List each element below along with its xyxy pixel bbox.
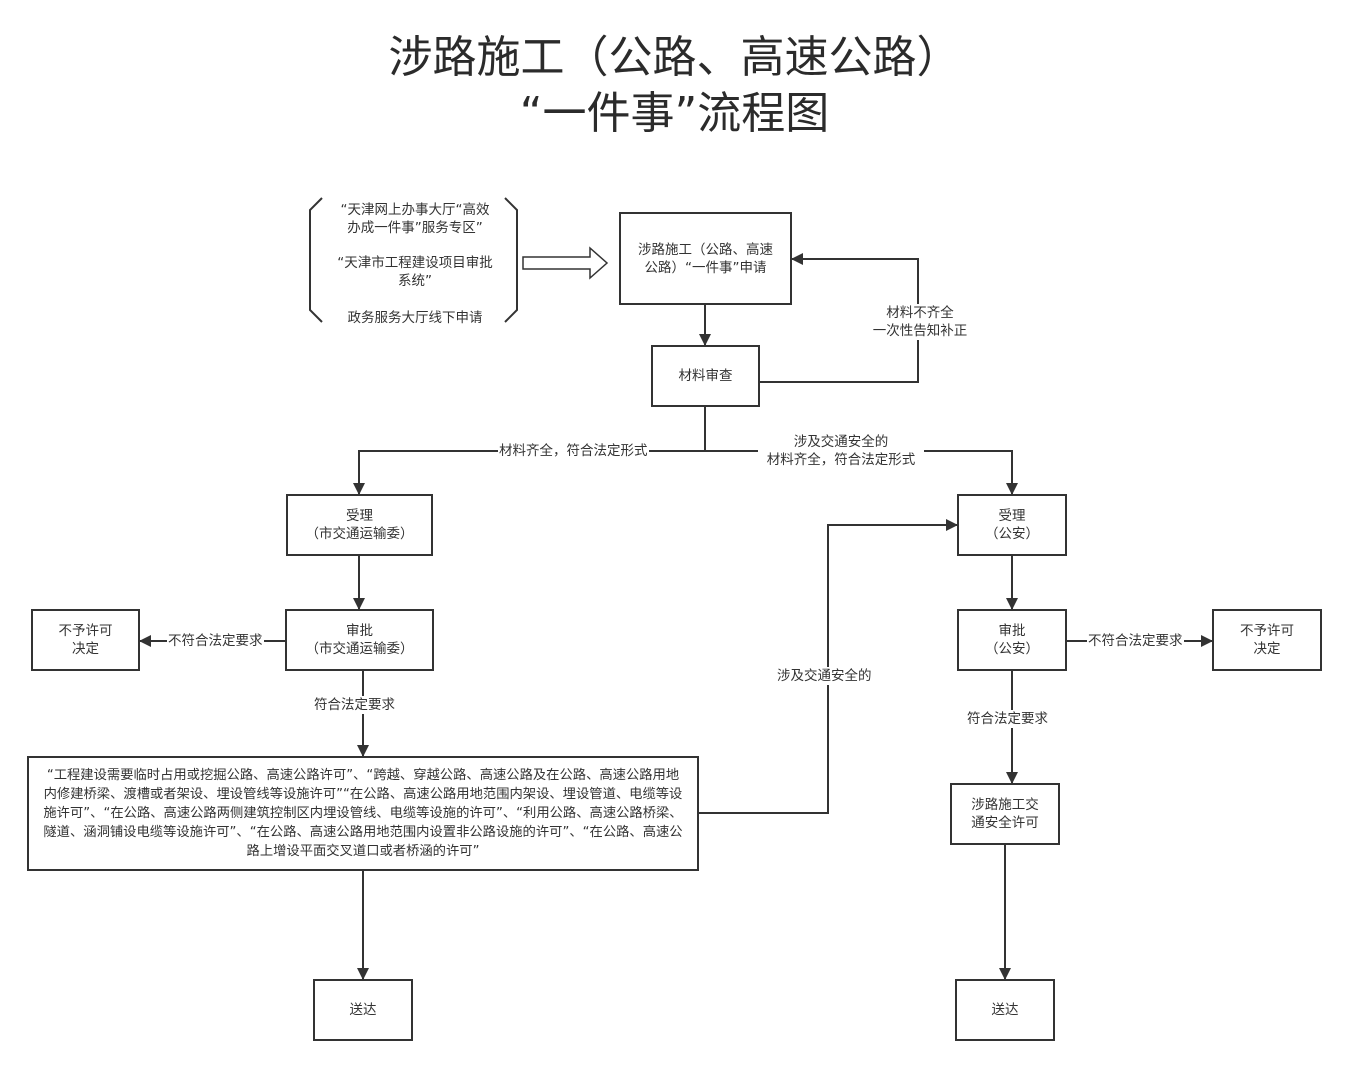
edge-label-compliant-police: 符合法定要求 <box>966 710 1049 728</box>
page-title-line2: “一件事”流程图 <box>519 88 830 139</box>
source-channel-offline-hall: 政务服务大厅线下申请 <box>347 310 483 326</box>
node-deliver-police: 送达 <box>955 979 1055 1041</box>
node-material-review: 材料审查 <box>651 345 760 407</box>
node-reject-transport: 不予许可 决定 <box>31 609 140 671</box>
node-traffic-permit: 涉路施工交 通安全许可 <box>950 783 1060 845</box>
node-permits-list: “工程建设需要临时占用或挖掘公路、高速公路许可”、“跨越、穿越公路、高速公路及在… <box>27 756 699 871</box>
page-title-line1: 涉路施工（公路、高速公路） <box>388 32 961 83</box>
node-approve-transport: 审批 （市交通运输委） <box>285 609 434 671</box>
node-accept-police: 受理 （公安） <box>957 494 1067 556</box>
node-reject-police: 不予许可 决定 <box>1212 609 1322 671</box>
edge-label-not-compliant-police: 不符合法定要求 <box>1087 632 1184 650</box>
node-approve-police: 审批 （公安） <box>957 609 1067 671</box>
node-deliver-transport: 送达 <box>313 979 413 1041</box>
edge-label-incomplete: 材料不齐全 一次性告知补正 <box>864 304 976 340</box>
edge-label-complete-police: 涉及交通安全的 材料齐全，符合法定形式 <box>758 433 924 469</box>
source-bracket-right <box>504 197 518 323</box>
edge-label-compliant-transport: 符合法定要求 <box>313 696 396 714</box>
source-channel-approval-system: “天津市工程建设项目审批 系统” <box>337 255 493 289</box>
edge-label-traffic-safety: 涉及交通安全的 <box>776 667 873 685</box>
node-accept-transport: 受理 （市交通运输委） <box>286 494 433 556</box>
node-application: 涉路施工（公路、高速 公路）“一件事”申请 <box>619 212 792 305</box>
source-channel-online-hall: “天津网上办事大厅“高效 办成一件事”服务专区” <box>340 202 490 236</box>
edge-label-not-compliant-transport: 不符合法定要求 <box>167 632 264 650</box>
edge-label-complete-transport: 材料齐全，符合法定形式 <box>498 442 649 460</box>
source-bracket-left <box>309 197 323 323</box>
hollow-arrow-icon <box>522 246 609 280</box>
